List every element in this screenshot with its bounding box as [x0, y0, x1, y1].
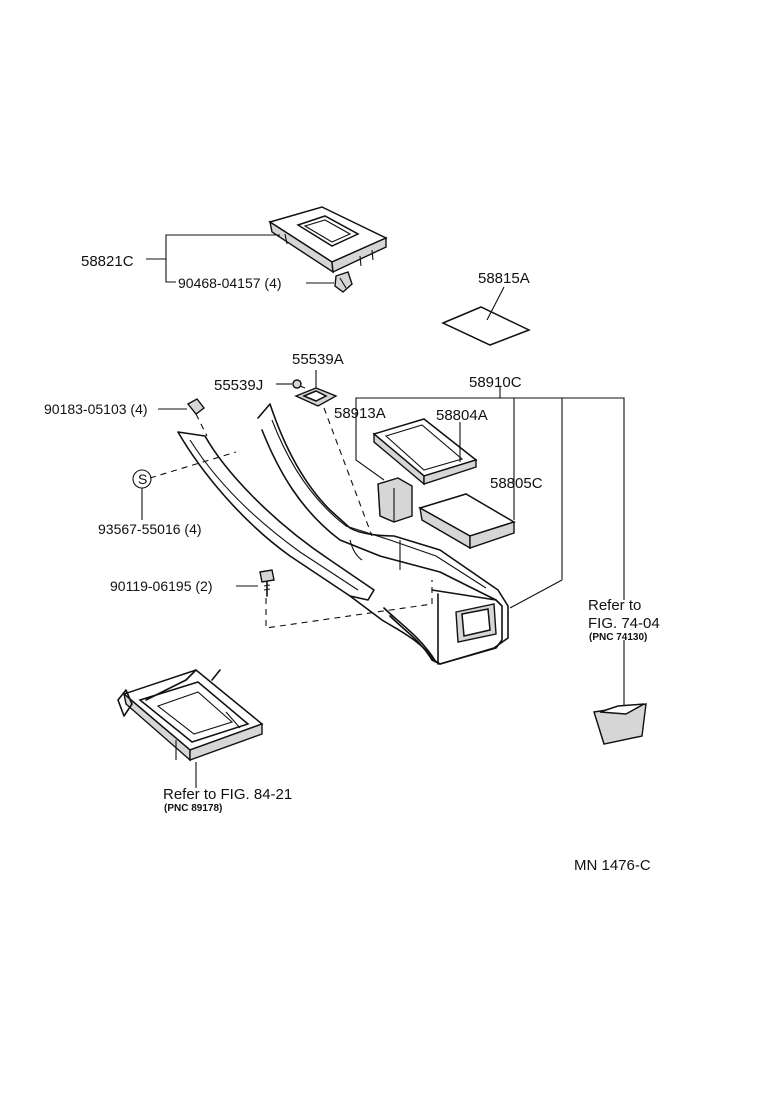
shift-bezel-58821C — [268, 206, 388, 274]
ashtray-74130 — [593, 703, 647, 745]
label-90183: 90183-05103 (4) — [44, 401, 148, 417]
label-90468: 90468-04157 (4) — [178, 275, 282, 291]
side-panel — [177, 431, 375, 601]
label-58815A: 58815A — [478, 270, 530, 287]
label-58910C: 58910C — [469, 374, 522, 391]
label-ref74-line1: Refer to — [588, 597, 641, 614]
clip-90468 — [334, 271, 353, 293]
bracket-89178 — [117, 669, 264, 762]
clip-55539J — [292, 379, 306, 389]
label-93567: 93567-55016 (4) — [98, 521, 202, 537]
label-ref84-pnc: (PNC 89178) — [164, 803, 222, 814]
label-58804A: 58804A — [436, 407, 488, 424]
console-body — [257, 403, 509, 665]
label-55539A: 55539A — [292, 351, 344, 368]
label-ref84-line1: Refer to FIG. 84-21 — [163, 786, 292, 803]
label-55539J: 55539J — [214, 377, 263, 394]
lid-58804A — [372, 418, 478, 486]
label-s-symbol: S — [138, 471, 147, 487]
pad-58815A — [441, 306, 531, 346]
clip-90183 — [186, 398, 205, 415]
label-ref74-pnc: (PNC 74130) — [589, 632, 647, 643]
screw-90119 — [259, 569, 275, 597]
label-ref74-line2: FIG. 74-04 — [588, 615, 660, 632]
retainer-55539A — [294, 387, 338, 407]
label-58805C: 58805C — [490, 475, 543, 492]
boot-58913A — [377, 477, 413, 523]
label-90119: 90119-06195 (2) — [110, 578, 212, 594]
box-58805C — [418, 493, 516, 550]
label-58821C: 58821C — [81, 253, 134, 270]
label-58913A: 58913A — [334, 405, 386, 422]
drawing-code: MN 1476-C — [574, 857, 651, 874]
leader-58910C — [355, 397, 625, 600]
